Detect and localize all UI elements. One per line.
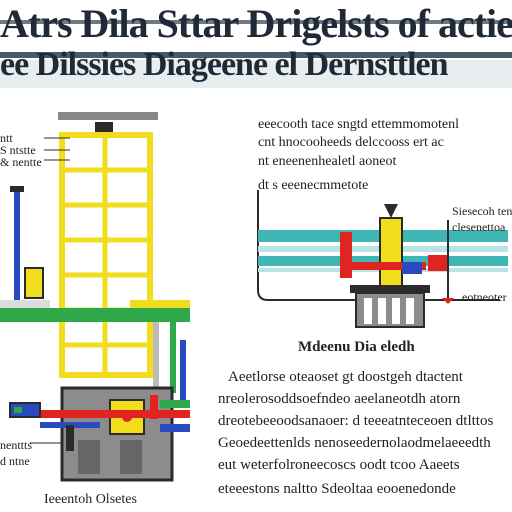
right-paragraph-line-2: cnt hnocooheeds delccooss ert ac: [258, 135, 444, 150]
pump-base-cap: [350, 285, 430, 293]
tower-platform: [130, 300, 190, 308]
support-post-2: [170, 318, 176, 393]
right-panel: [257, 190, 508, 328]
support-post-1: [153, 322, 159, 402]
left-label-top-b: S ntstte: [0, 143, 36, 157]
blue-intake: [9, 402, 41, 418]
left-label-top-a: ntt: [0, 131, 13, 145]
panel-border: [257, 190, 500, 301]
support-post-3: [180, 340, 186, 400]
right-label-b: clesenettoa: [452, 220, 506, 234]
left-label-bottom-a: nenttts: [0, 438, 32, 452]
title-band-bottom: [0, 60, 512, 88]
bottom-paragraph-line-4: Geoedeettenlds nenoseedernolaodmelaeeedt…: [218, 435, 491, 451]
right-label-c: eotneoter: [462, 290, 507, 304]
title-band-mid: [0, 52, 512, 58]
right-paragraph-line-4: dt s eeenecmmetote: [258, 178, 369, 193]
left-tower: [0, 112, 190, 402]
right-paragraph-line-1: eeecooth tace sngtd ettemmomotenl: [258, 117, 459, 132]
left-column: [0, 186, 50, 308]
leader-lines: [30, 137, 70, 444]
yellow-pump: [379, 217, 403, 289]
blue-column: [14, 190, 20, 300]
diagram-title-line-1: Atrs Dila Sttar Drigelsts of actien: [0, 2, 512, 46]
left-bottom-caption: Ieeentoh Olsetes: [44, 492, 137, 507]
left-label-bottom-b: d ntne: [0, 454, 30, 468]
tower-top-beam: [58, 112, 158, 120]
green-deck: [0, 308, 190, 322]
diagram-title-line-2: ee Dilssies Diageene el Dernsttlen: [0, 46, 449, 83]
right-label-a: Siesecoh tenlle: [452, 204, 512, 218]
bottom-paragraph-line-1: Aeetlorse oteaoset gt doostgeh dtactent: [228, 369, 463, 385]
left-label-top-c: & nentte: [0, 155, 42, 169]
yellow-box: [24, 267, 44, 299]
tower-rungs: [62, 135, 150, 375]
bottom-machinery: [9, 386, 190, 482]
bottom-paragraph-line-5: eut weterfolroneecoscs oodt tcoo Aaeets: [218, 457, 460, 473]
red-valve-left: [340, 232, 352, 278]
bottom-paragraph-line-6: eteeestons naltto Sdeoltaa eooenedonde: [218, 481, 456, 497]
title-band-top: [0, 20, 512, 24]
figure-caption: Mdeenu Dia eledh: [298, 339, 415, 355]
right-paragraph-line-3: nt eneenenhealetl aoneot: [258, 154, 397, 169]
red-pipe-horizontal: [40, 410, 190, 418]
bottom-paragraph-line-2: nreolerosoddsoefndeo aeelaneotdh atorn: [218, 391, 461, 407]
bottom-paragraph-line-3: dreotebeeoodsanaoer: d teeeatnteceoen dt…: [218, 413, 494, 429]
red-connector: [340, 262, 426, 270]
pump-marker: [384, 204, 398, 218]
tower-cap: [95, 122, 113, 134]
